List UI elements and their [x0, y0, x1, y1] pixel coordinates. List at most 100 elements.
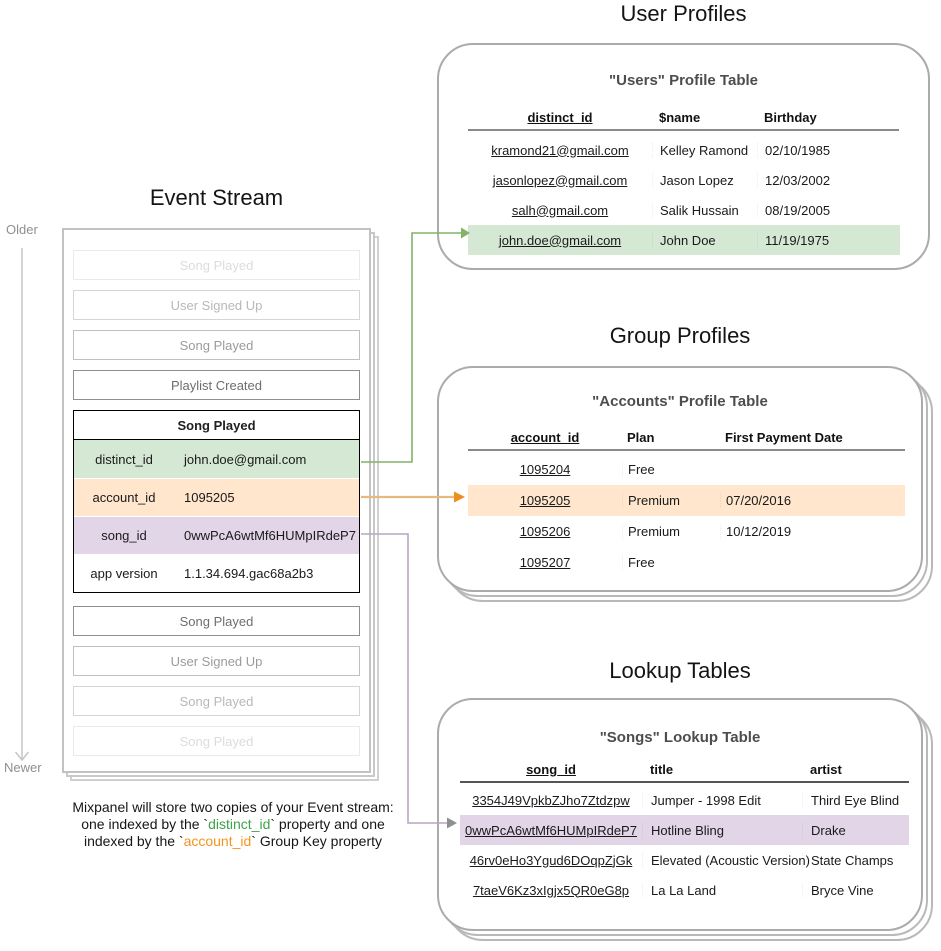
table-row: 46rv0eHo3Ygud6DOqpZjGk Elevated (Acoustic…	[460, 845, 909, 875]
event-stream-title: Event Stream	[149, 185, 284, 210]
column-header: account_id	[510, 429, 580, 445]
event-item: User Signed Up	[73, 646, 360, 676]
lookup-tables-title: Lookup Tables	[609, 658, 751, 683]
id-link: john.doe@gmail.com	[498, 232, 622, 248]
table-cell: Drake	[802, 822, 909, 838]
column-header: Plan	[627, 429, 655, 445]
table-cell: Elevated (Acoustic Version)	[642, 852, 810, 868]
event-item: Song Played	[73, 250, 360, 280]
event-item: Song Played	[73, 726, 360, 756]
column-header: First Payment Date	[725, 429, 843, 445]
users-table-title: "Users" Profile Table	[609, 72, 758, 89]
table-cell: 12/03/2002	[757, 172, 900, 188]
user-profiles-title: User Profiles	[620, 1, 747, 26]
user-profiles-card: "Users" Profile Table distinct_id $name …	[437, 43, 930, 270]
table-cell: 11/19/1975	[757, 232, 900, 248]
table-cell: kramond21@gmail.com	[468, 143, 652, 158]
group-profiles-title: Group Profiles	[609, 323, 751, 348]
songs-table-title: "Songs" Lookup Table	[599, 729, 761, 746]
group-profiles-card: "Accounts" Profile Table account_id Plan…	[437, 366, 923, 592]
column-header: song_id	[526, 761, 576, 777]
column-header: $name	[659, 109, 701, 125]
table-cell: 1095206	[468, 524, 622, 539]
header-rule	[468, 129, 899, 131]
table-cell: 0wwPcA6wtMf6HUMpIRdeP7	[460, 823, 642, 838]
event-item: Playlist Created	[73, 370, 360, 400]
table-cell: john.doe@gmail.com	[468, 233, 652, 248]
id-link: salh@gmail.com	[511, 202, 609, 218]
table-cell: 07/20/2016	[720, 493, 905, 508]
property-key: distinct_id	[95, 451, 153, 467]
event-item: User Signed Up	[73, 290, 360, 320]
table-cell: Free	[622, 462, 720, 477]
event-item: Song Played	[73, 606, 360, 636]
table-cell: 08/19/2005	[757, 202, 900, 218]
table-cell: Third Eye Blind	[802, 792, 909, 808]
property-value: 1095205	[184, 490, 235, 505]
column-header: artist	[810, 761, 842, 777]
expanded-event-title: Song Played	[74, 411, 359, 440]
accounts-table-header: account_id Plan First Payment Date	[468, 427, 905, 447]
property-key: song_id	[101, 528, 147, 543]
column-header: distinct_id	[527, 109, 593, 125]
event-property-row: song_id 0wwPcA6wtMf6HUMpIRdeP7	[74, 516, 359, 554]
table-cell: jasonlopez@gmail.com	[468, 173, 652, 188]
table-cell: Bryce Vine	[802, 882, 909, 898]
timeline-arrow	[14, 248, 30, 762]
table-cell: 3354J49VpkbZJho7Ztdzpw	[460, 793, 642, 808]
table-cell: 1095204	[468, 462, 622, 477]
table-cell: Jason Lopez	[652, 172, 757, 188]
caption-line1: Mixpanel will store two copies of your E…	[72, 799, 394, 815]
id-link: kramond21@gmail.com	[491, 142, 629, 158]
caption-line2: one indexed by the `distinct_id` propert…	[81, 816, 385, 832]
caption-line3: indexed by the `account_id` Group Key pr…	[83, 833, 383, 849]
table-cell: Free	[622, 555, 720, 570]
id-link: 3354J49VpkbZJho7Ztdzpw	[472, 792, 630, 808]
property-value: 0wwPcA6wtMf6HUMpIRdeP7	[184, 528, 356, 543]
event-property-row: account_id 1095205	[74, 478, 359, 516]
table-cell: Premium	[622, 493, 720, 508]
account-id-highlight: account_id	[183, 833, 252, 849]
table-cell: Salik Hussain	[652, 202, 757, 218]
distinct-id-highlight: distinct_id	[208, 816, 271, 832]
id-link: 46rv0eHo3Ygud6DOqpZjGk	[469, 852, 633, 868]
table-cell: 1095205	[468, 493, 622, 508]
table-cell: 02/10/1985	[757, 142, 900, 158]
lookup-tables-card: "Songs" Lookup Table song_id title artis…	[437, 698, 923, 931]
accounts-table-title: "Accounts" Profile Table	[592, 393, 768, 410]
id-link: jasonlopez@gmail.com	[492, 172, 628, 188]
property-value: 1.1.34.694.gac68a2b3	[184, 566, 314, 581]
id-link: 7taeV6Kz3xIgjx5QR0eG8p	[472, 882, 630, 898]
id-link: 1095206	[519, 524, 571, 539]
id-link: 0wwPcA6wtMf6HUMpIRdeP7	[465, 822, 637, 838]
table-cell: 10/12/2019	[720, 524, 905, 539]
table-cell: salh@gmail.com	[468, 203, 652, 218]
table-cell: 7taeV6Kz3xIgjx5QR0eG8p	[460, 883, 642, 898]
older-label: Older	[6, 222, 38, 237]
newer-label: Newer	[4, 760, 42, 775]
column-header: title	[650, 761, 674, 777]
header-rule	[468, 449, 905, 451]
property-key: app version	[90, 566, 158, 581]
event-item: Song Played	[73, 330, 360, 360]
table-cell: Hotline Bling	[642, 822, 802, 838]
table-cell: Kelley Ramond	[652, 142, 757, 158]
property-key: account_id	[92, 490, 156, 505]
